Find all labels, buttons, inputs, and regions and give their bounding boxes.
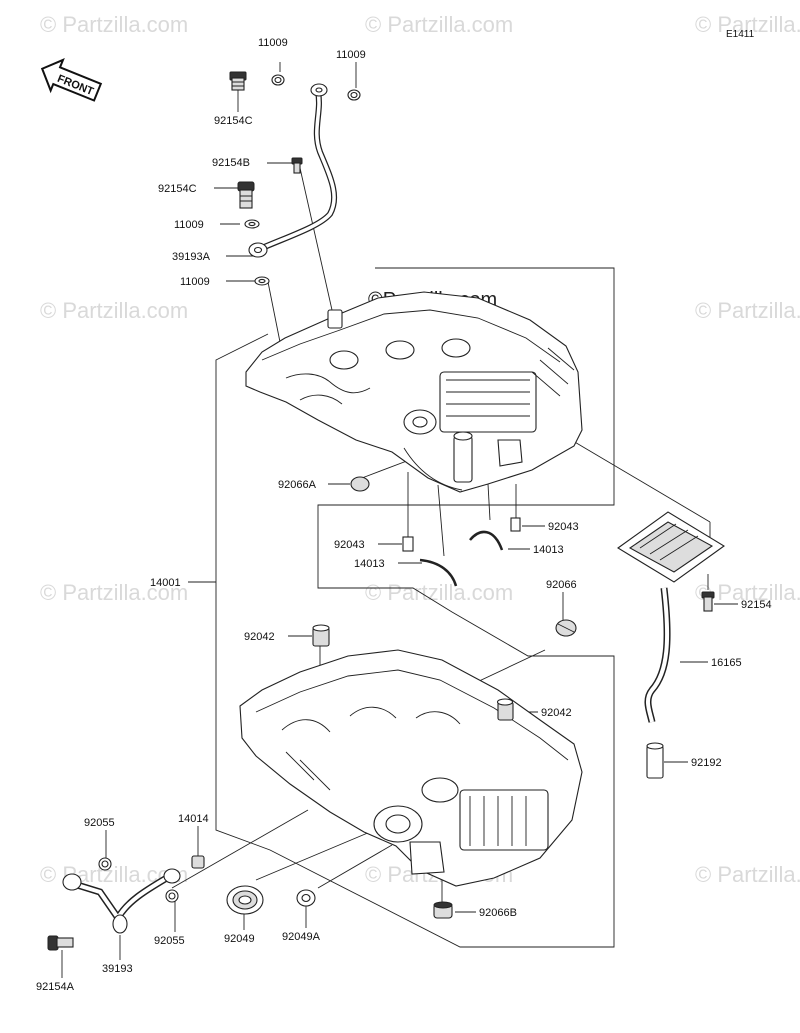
dowel-pin-icon — [496, 698, 514, 721]
part-label-14001[interactable]: 14001 — [150, 577, 181, 589]
bolt-icon — [237, 181, 255, 209]
oil-seal-icon — [296, 889, 316, 907]
part-label-11009[interactable]: 11009 — [336, 49, 366, 61]
watermark-text: © Partzilla.com — [365, 580, 513, 605]
upper-crankcase — [245, 291, 583, 493]
part-label-92049a[interactable]: 92049A — [282, 931, 321, 943]
part-label-92154c[interactable]: 92154C — [214, 115, 253, 127]
bearing-clip-icon — [469, 530, 504, 551]
watermarks: © Partzilla.com © Partzilla.com © Partzi… — [40, 12, 800, 887]
part-label-92042[interactable]: 92042 — [541, 707, 572, 719]
plug-icon — [433, 901, 453, 919]
part-label-11009[interactable]: 11009 — [180, 276, 210, 288]
part-label-92154a[interactable]: 92154A — [36, 981, 75, 993]
watermark-text: © Partzilla.com — [695, 862, 800, 887]
part-label-92049[interactable]: 92049 — [224, 933, 255, 945]
part-label-11009[interactable]: 11009 — [258, 37, 288, 49]
part-label-39193[interactable]: 39193 — [102, 963, 133, 975]
dowel-pin-icon — [510, 517, 521, 532]
leader-lines — [61, 62, 738, 978]
part-label-92066a[interactable]: 92066A — [278, 479, 317, 491]
front-arrow-icon: FRONT — [40, 58, 103, 102]
part-label-92154b[interactable]: 92154B — [212, 157, 250, 169]
plug-icon — [555, 619, 577, 637]
plug-icon — [350, 476, 370, 492]
sleeve-icon — [646, 742, 664, 779]
washer-icon — [274, 76, 282, 84]
oil-pipe-icon — [62, 868, 181, 934]
part-label-14013[interactable]: 14013 — [354, 558, 385, 570]
part-label-11009[interactable]: 11009 — [174, 219, 204, 231]
washer-icon — [168, 892, 176, 900]
part-label-92055[interactable]: 92055 — [154, 935, 185, 947]
bearing-clip-icon — [419, 558, 458, 587]
oil-strainer-icon — [617, 511, 725, 723]
watermark-text: © Partzilla.com — [40, 12, 188, 37]
part-label-92043[interactable]: 92043 — [548, 521, 579, 533]
bushing-icon — [191, 855, 205, 869]
part-label-16165[interactable]: 16165 — [711, 657, 742, 669]
lower-crankcase — [239, 649, 583, 887]
part-label-92055[interactable]: 92055 — [84, 817, 115, 829]
watermark-text: © Partzilla.com — [695, 12, 800, 37]
oil-seal-icon — [226, 885, 264, 915]
watermark-text: © Partzilla.com — [40, 298, 188, 323]
washer-icon — [248, 221, 256, 227]
dowel-pin-icon — [312, 624, 330, 647]
part-label-92192[interactable]: 92192 — [691, 757, 722, 769]
bolt-icon — [701, 591, 715, 612]
part-label-39193a[interactable]: 39193A — [172, 251, 211, 263]
part-label-14014[interactable]: 14014 — [178, 813, 209, 825]
part-label-92066b[interactable]: 92066B — [479, 907, 517, 919]
part-label-92066[interactable]: 92066 — [546, 579, 577, 591]
washer-icon — [350, 91, 358, 99]
part-label-92154[interactable]: 92154 — [741, 599, 772, 611]
bolt-icon — [47, 935, 74, 951]
part-labels: 11009 11009 92154C 92154B 92154C 11009 3… — [36, 37, 772, 993]
washer-icon — [258, 278, 266, 284]
part-label-92042[interactable]: 92042 — [244, 631, 275, 643]
part-label-92154c[interactable]: 92154C — [158, 183, 197, 195]
dowel-pin-icon — [402, 536, 414, 552]
bolt-icon — [291, 157, 303, 174]
washer-icon — [101, 860, 109, 868]
watermark-text: © Partzilla.com — [365, 12, 513, 37]
part-label-92043[interactable]: 92043 — [334, 539, 365, 551]
diagram-code: E1411 — [726, 29, 755, 40]
watermark-text: © Partzilla.com — [695, 298, 800, 323]
watermark-text: © Partzilla.com — [40, 580, 188, 605]
oil-pipe-icon — [248, 83, 338, 258]
small-parts — [47, 71, 725, 951]
part-label-14013[interactable]: 14013 — [533, 544, 564, 556]
bolt-icon — [229, 71, 247, 91]
